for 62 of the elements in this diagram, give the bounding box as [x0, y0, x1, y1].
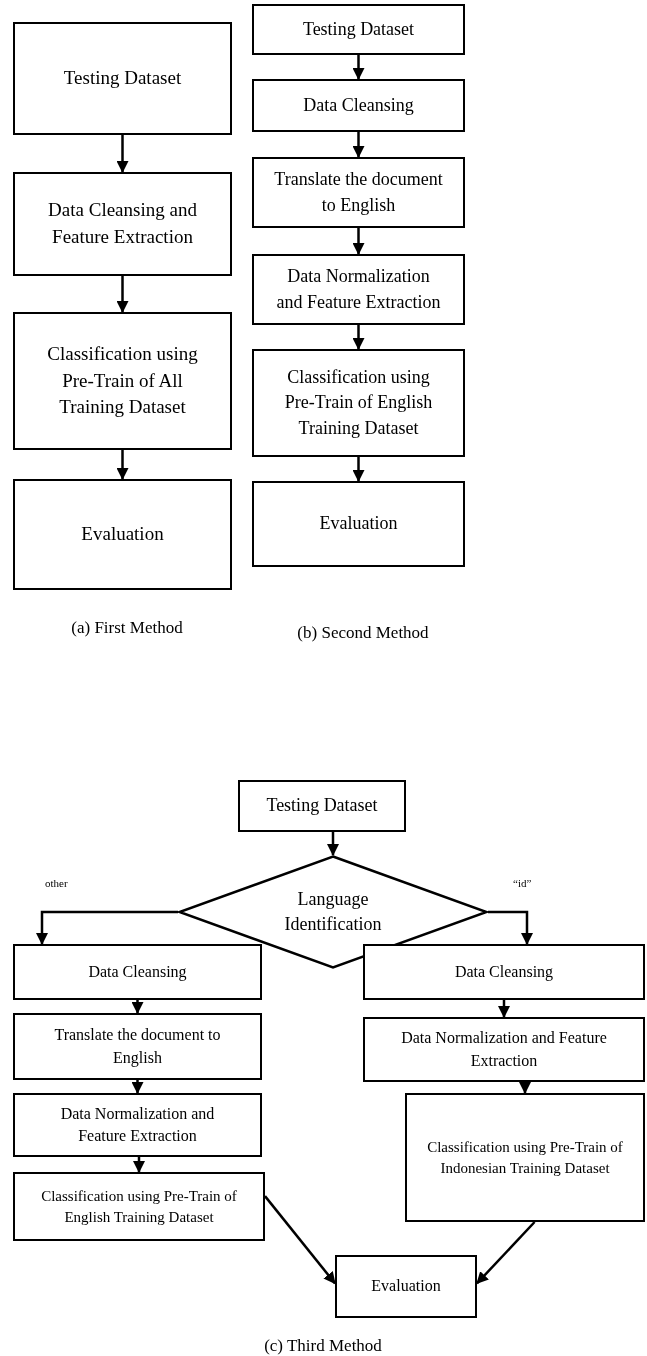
arrow — [327, 832, 339, 856]
box-label: Data Cleansing — [88, 961, 187, 983]
figure-caption: (a) First Method — [70, 617, 184, 639]
box-label: Testing Dataset — [302, 17, 415, 41]
box-label: Data Normalization and Feature Extraction — [275, 265, 442, 314]
process-box — [363, 944, 645, 1000]
process-box — [238, 780, 406, 832]
arrow — [498, 1000, 510, 1018]
arrow — [352, 325, 365, 350]
process-box — [13, 1093, 262, 1157]
box-label: Translate the document to English — [274, 168, 443, 217]
box-label: Classification using Pre-Train of English Training Dataset — [283, 366, 434, 440]
arrow — [476, 1221, 536, 1285]
process-box — [13, 944, 262, 1000]
arrow — [352, 55, 365, 80]
process-box — [13, 1013, 262, 1080]
arrow — [352, 457, 365, 482]
process-box — [13, 312, 232, 450]
process-box — [335, 1255, 477, 1318]
process-box — [13, 22, 232, 135]
figure-caption: (b) Second Method — [296, 622, 430, 644]
arrow — [131, 1080, 144, 1094]
box-label: Data Normalization and Feature Extraction — [400, 1028, 608, 1071]
process-box — [13, 172, 232, 276]
edge-label: other — [44, 878, 69, 889]
process-box — [363, 1017, 645, 1082]
process-box — [252, 79, 465, 132]
process-box — [252, 4, 465, 55]
box-label: Testing Dataset — [63, 66, 182, 91]
box-label: Translate the document to English — [53, 1025, 222, 1069]
box-label: Evaluation — [319, 512, 398, 536]
process-box — [252, 254, 465, 325]
arrow — [116, 135, 129, 173]
arrow — [131, 1000, 144, 1014]
arrow — [116, 450, 129, 480]
box-label: Classification using Pre-Train of All Training Dataset — [46, 342, 199, 420]
arrow — [519, 1082, 531, 1094]
box-label: Testing Dataset — [266, 794, 378, 818]
arrow — [352, 132, 365, 158]
box-label: Classification using Pre-Train of English Training Dataset — [40, 1186, 238, 1227]
process-box — [13, 479, 232, 590]
box-label: Data Cleansing and Feature Extraction — [47, 198, 198, 249]
process-box — [252, 481, 465, 567]
figure-caption: (c) Third Method — [263, 1335, 383, 1356]
box-label: Evaluation — [371, 1276, 441, 1297]
box-label: Data Cleansing — [454, 961, 554, 983]
process-box — [405, 1093, 645, 1222]
box-label: Data Normalization and Feature Extraction — [59, 1103, 216, 1146]
arrow — [36, 910, 178, 945]
box-label: Language Identification — [283, 887, 383, 936]
arrow — [352, 228, 365, 255]
arrow — [264, 1195, 336, 1285]
process-box — [252, 349, 465, 457]
arrow — [133, 1157, 145, 1173]
box-label: Classification using Pre-Train of Indonesian Training Dataset — [427, 1137, 623, 1178]
arrow — [116, 276, 129, 313]
arrow — [488, 910, 533, 945]
box-label: Data Cleansing — [303, 93, 414, 117]
box-label: Evaluation — [81, 522, 164, 547]
edge-label: “id” — [512, 878, 533, 889]
process-box — [252, 157, 465, 228]
process-box — [13, 1172, 265, 1241]
